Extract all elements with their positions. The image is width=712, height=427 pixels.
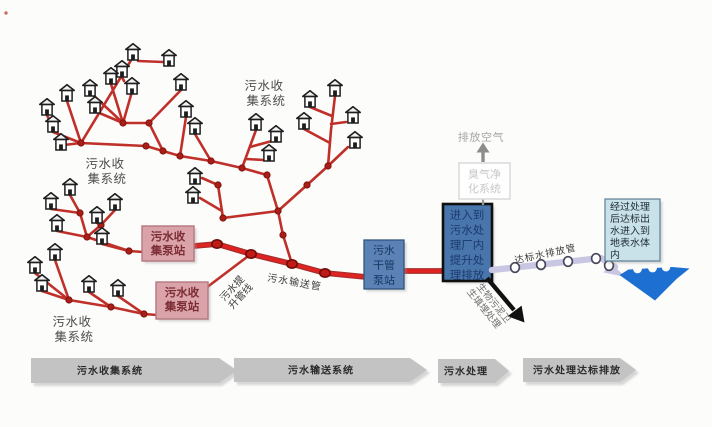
pipe-flange-ring	[562, 255, 574, 268]
label-line: 水进入到	[610, 222, 650, 237]
process-arrow-label: 污水处理	[444, 363, 488, 378]
label-line: 泵站	[373, 272, 395, 288]
label-line: 化系统	[468, 181, 501, 197]
label-line: 提升处	[450, 252, 485, 268]
pump-station-2-box	[155, 281, 209, 320]
manhole-node	[65, 296, 73, 304]
manhole-node	[119, 119, 127, 127]
label-exhaust-air: 排放空气	[458, 129, 504, 145]
label-line: 进入到	[450, 207, 485, 223]
label-line: 集系统	[87, 168, 126, 187]
trunk-pump-station-box	[363, 239, 405, 290]
pipe-flange-ring	[590, 252, 602, 265]
trunk-node	[318, 267, 331, 278]
label-line: 污水收	[85, 153, 124, 172]
label-line: 污水	[373, 242, 395, 258]
label-collection-system-left: 污水收集系统	[85, 153, 126, 187]
discharge-pipe	[488, 252, 626, 277]
manhole-node	[263, 171, 271, 179]
label-line: 污水收	[151, 229, 186, 245]
label-line: 干管	[373, 257, 395, 273]
label-line: 污水收	[244, 75, 283, 94]
manhole-node	[219, 214, 227, 222]
manhole-node	[107, 303, 115, 311]
process-flow: 污水收集系统 污水输送系统 污水处理 污水处理达标排放	[31, 358, 639, 386]
process-arrow	[31, 358, 237, 383]
label-line: 理厂内	[450, 237, 485, 253]
label-line: 理排放	[450, 267, 485, 283]
exhaust-air-arrow-icon	[476, 142, 490, 162]
stray-mark	[4, 11, 8, 15]
manhole-node	[140, 310, 148, 318]
manhole-node	[274, 207, 282, 215]
pipe-flange-ring	[509, 261, 521, 274]
label-line: 污水收	[52, 311, 91, 330]
label-line: 集泵站	[164, 299, 200, 315]
manhole-node	[142, 142, 150, 150]
odor-purification-system: 臭气净化系统 排放空气	[458, 129, 511, 205]
trunk-pump-station: 污水干管泵站	[363, 239, 407, 292]
trunk-node	[211, 239, 224, 250]
water-shape	[619, 267, 690, 301]
outfall-label: 经过处理后达标出水进入到地表水体内	[610, 198, 650, 261]
pipe-flange-ring	[535, 258, 547, 271]
manhole-node	[176, 152, 184, 160]
treatment-plant-label: 进入到污水处理厂内提升处理排放	[450, 207, 485, 283]
manhole-node	[324, 162, 332, 170]
manhole-node	[207, 157, 215, 165]
label-line: 地表水体	[610, 234, 650, 249]
label-line: 污水收	[165, 285, 200, 301]
sewer-collection-network	[33, 55, 447, 318]
manhole-node	[214, 181, 222, 189]
water-body	[619, 263, 690, 301]
pump-station-1-box	[141, 225, 195, 262]
treatment-plant-box	[441, 202, 494, 283]
process-arrow-label: 污水收集系统	[77, 362, 143, 377]
manhole-node	[303, 181, 311, 189]
label-line: 臭气净	[468, 166, 501, 182]
manhole-node	[83, 233, 91, 241]
manhole-node	[159, 147, 167, 155]
treatment-plant: 进入到污水处理厂内提升处理排放	[441, 202, 495, 284]
trunk-node	[285, 258, 298, 269]
trunk-node	[245, 249, 258, 260]
process-arrow-label: 污水输送系统	[288, 362, 354, 377]
outfall-box-group: 经过处理后达标出水进入到地表水体内	[604, 198, 663, 264]
label-line: 集系统	[246, 90, 285, 109]
manhole-node	[76, 209, 84, 217]
label-line: 污水处	[450, 222, 485, 238]
manhole-node	[77, 139, 85, 147]
manhole-node	[125, 247, 133, 255]
label-line: 内	[610, 246, 620, 261]
pump-station-2-box-label: 污水收集泵站	[164, 285, 200, 315]
manhole-node	[145, 119, 153, 127]
label-line: 集泵站	[150, 243, 186, 259]
pump-station-1-box-label: 污水收集泵站	[150, 229, 186, 259]
label-line: 后达标出	[610, 210, 650, 225]
process-arrow	[523, 358, 636, 382]
trunk-pump-station-label: 污水干管泵站	[373, 242, 395, 288]
process-arrow-label: 污水处理达标排放	[533, 362, 621, 377]
odor-purification-box	[458, 162, 511, 200]
manhole-node	[238, 164, 246, 172]
process-arrow	[438, 359, 509, 383]
outfall-box	[604, 198, 661, 262]
label-line: 集系统	[54, 326, 93, 345]
pump-stations: 污水收集泵站 污水收集泵站	[141, 225, 211, 322]
manhole-node	[279, 231, 287, 239]
label-collection-system-top: 污水收集系统	[244, 75, 285, 109]
sludge-arrow-icon	[485, 276, 525, 323]
odor-purification-label: 臭气净化系统	[468, 166, 501, 197]
label-collection-system-bottom: 污水收集系统	[52, 311, 93, 345]
process-arrow	[234, 358, 427, 382]
label-line: 经过处理	[610, 198, 650, 213]
